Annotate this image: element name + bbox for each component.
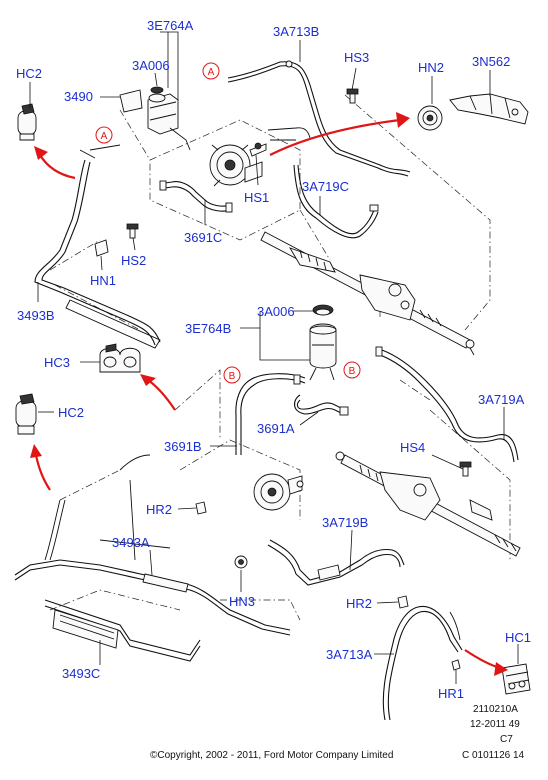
label-3N562: 3N562 [472, 54, 510, 69]
clamp-HC3 [99, 343, 141, 373]
footer-ref-1: 2110210A [473, 704, 518, 715]
clamp-HC1 [501, 663, 531, 695]
footer-ref-2: 12-2011 49 [470, 719, 520, 730]
callout-A-top-left: A [101, 131, 108, 142]
label-3A713A: 3A713A [326, 647, 373, 662]
nut-HN1 [94, 239, 109, 257]
cooler-pipe-3493A [14, 454, 291, 636]
label-3A713B-top: 3A713B [273, 24, 319, 39]
hose-3691A [294, 394, 349, 416]
bolt-HS4 [459, 461, 472, 477]
footer-ref-4: C 0101126 14 [462, 750, 525, 761]
label-HR2-right: HR2 [346, 596, 372, 611]
label-HC1: HC1 [505, 630, 531, 645]
label-3493B: 3493B [17, 308, 55, 323]
label-HR1: HR1 [438, 686, 464, 701]
footer: 2110210A 12-2011 49 C7 C 0101126 14 ©Cop… [150, 704, 525, 761]
hose-3691C [159, 180, 233, 213]
hose-3A719B [267, 539, 405, 586]
copyright-text: ©Copyright, 2002 - 2011, Ford Motor Comp… [150, 750, 393, 761]
bracket-3N562 [449, 93, 529, 125]
label-3691C: 3691C [184, 230, 222, 245]
label-HR2-left: HR2 [146, 502, 172, 517]
red-arrows [30, 112, 508, 676]
leader-lines [29, 31, 519, 684]
nut-HN2 [417, 105, 443, 131]
label-3A006-top: 3A006 [132, 58, 170, 73]
reservoir-3E764A [119, 86, 191, 151]
pump-top [209, 142, 267, 187]
grouping-lines [49, 94, 511, 621]
label-3691A: 3691A [257, 421, 295, 436]
nut-HN3 [234, 555, 248, 569]
clip-HR2-right [397, 595, 409, 609]
cooler-pipe-3493B [34, 144, 161, 349]
clip-HR1 [451, 659, 461, 671]
label-HC2-top: HC2 [16, 66, 42, 81]
label-3493A: 3493A [112, 535, 150, 550]
label-HN2: HN2 [418, 60, 444, 75]
clip-HR2-left [195, 501, 207, 515]
callout-B-right: B [349, 366, 356, 377]
footer-ref-3: C7 [500, 734, 513, 745]
part-labels: 3E764A 3A713B HS3 HN2 3N562 HC2 3A006 34… [16, 18, 531, 701]
hose-3A713A [382, 605, 463, 721]
hose-3691B [235, 373, 306, 455]
label-3A006-mid: 3A006 [257, 304, 295, 319]
bolt-HS3 [346, 88, 359, 104]
pump-bottom [253, 473, 304, 511]
cooler-pipe-3493C [44, 599, 201, 662]
label-3A719C: 3A719C [302, 179, 349, 194]
label-3A719B: 3A719B [322, 515, 368, 530]
label-HS3: HS3 [344, 50, 369, 65]
label-3A719A: 3A719A [478, 392, 525, 407]
fastener-HS2 [126, 223, 139, 239]
callout-A-top-right: A [208, 67, 215, 78]
steering-gear-bottom [335, 451, 521, 557]
clamp-HC2-top [17, 103, 37, 141]
label-HC2-bottom: HC2 [58, 405, 84, 420]
clamp-HC2-bottom [15, 393, 37, 435]
label-3490: 3490 [64, 89, 93, 104]
label-HN3: HN3 [229, 594, 255, 609]
label-3E764B: 3E764B [185, 321, 231, 336]
label-3691B: 3691B [164, 439, 202, 454]
label-HS2: HS2 [121, 253, 146, 268]
label-HS4: HS4 [400, 440, 425, 455]
callout-circles: A A B B [95, 62, 361, 384]
label-3493C: 3493C [62, 666, 100, 681]
steering-gear-top [260, 231, 475, 356]
hose-3A719A [375, 346, 519, 463]
reservoir-3E764B [309, 304, 337, 381]
label-3E764A-top: 3E764A [147, 18, 194, 33]
label-HN1: HN1 [90, 273, 116, 288]
label-HS1: HS1 [244, 190, 269, 205]
label-HC3: HC3 [44, 355, 70, 370]
hose-3A719C [293, 164, 379, 239]
hose-3A713B [227, 60, 411, 177]
callout-B-left: B [229, 371, 236, 382]
